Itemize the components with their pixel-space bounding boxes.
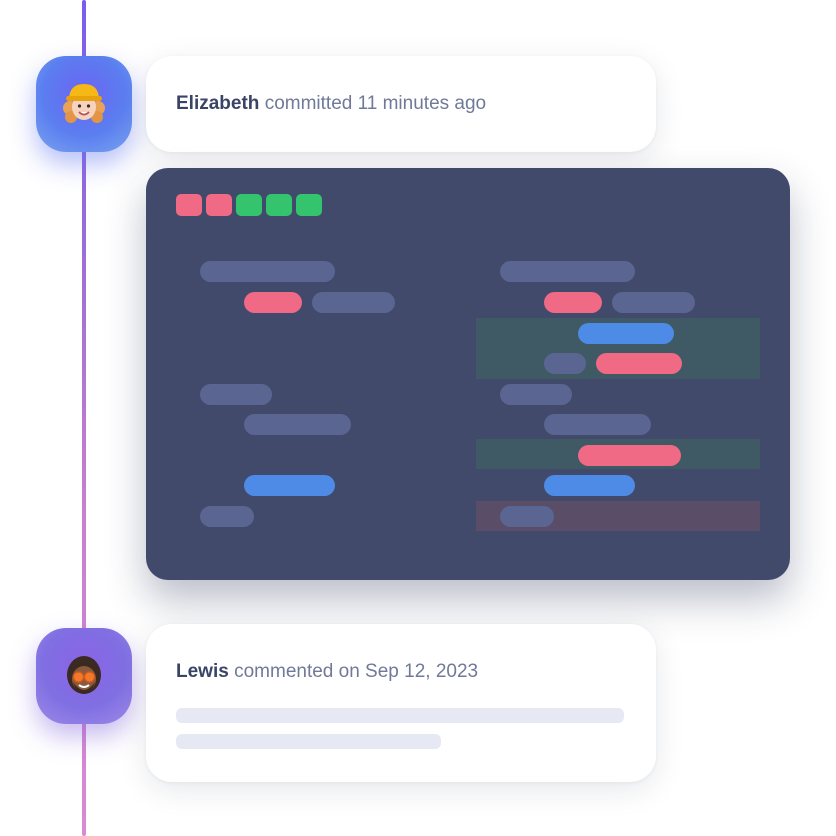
code-token-placeholder [244, 292, 302, 313]
commit-card[interactable]: Elizabeth committed 11 minutes ago [146, 56, 656, 152]
window-dot-green [236, 194, 262, 216]
avatar-lewis[interactable] [36, 628, 132, 724]
memoji-woman-hardhat-icon [63, 84, 105, 123]
code-token-placeholder [312, 292, 395, 313]
code-line-placeholder [500, 384, 572, 405]
code-line-placeholder [200, 384, 272, 405]
code-token-placeholder [544, 292, 602, 313]
window-dot-green [296, 194, 322, 216]
comment-author[interactable]: Lewis [176, 661, 229, 682]
memoji-man-sunglasses-icon [67, 656, 101, 694]
code-token-placeholder [578, 445, 681, 466]
comment-line-placeholder [176, 708, 624, 723]
comment-action: commented on Sep 12, 2023 [234, 661, 479, 682]
code-line-placeholder [200, 506, 254, 527]
code-line-placeholder [244, 414, 351, 435]
timeline-line [82, 0, 86, 836]
code-token-placeholder [578, 323, 674, 344]
comment-card[interactable]: Lewis commented on Sep 12, 2023 [146, 624, 656, 782]
code-token-placeholder [596, 353, 682, 374]
comment-line-placeholder [176, 734, 441, 749]
code-token-placeholder [612, 292, 695, 313]
window-dot-green [266, 194, 292, 216]
code-token-placeholder [544, 475, 635, 496]
comment-text: Lewis commented on Sep 12, 2023 [176, 661, 478, 683]
avatar-elizabeth[interactable] [36, 56, 132, 152]
commit-author[interactable]: Elizabeth [176, 93, 260, 114]
code-token-placeholder [244, 475, 335, 496]
code-line-placeholder [200, 261, 335, 282]
code-line-placeholder [544, 414, 651, 435]
code-line-placeholder [500, 506, 554, 527]
commit-action: committed 11 minutes ago [264, 93, 487, 114]
code-token-placeholder [544, 353, 586, 374]
commit-text: Elizabeth committed 11 minutes ago [176, 93, 486, 115]
code-line-placeholder [500, 261, 635, 282]
code-diff-window [146, 168, 790, 580]
window-dot-red [206, 194, 232, 216]
window-dot-red [176, 194, 202, 216]
